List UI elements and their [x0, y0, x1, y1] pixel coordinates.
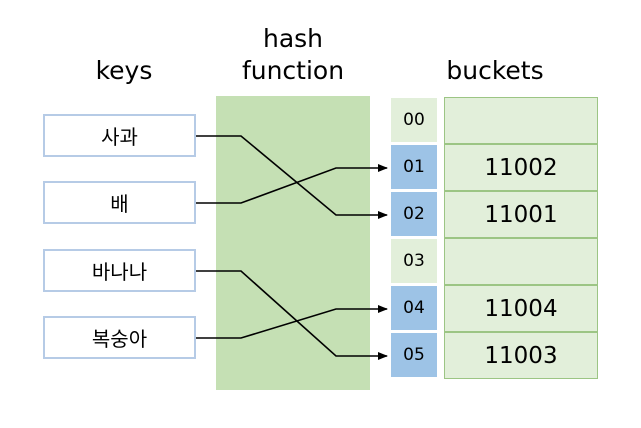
bucket-value: 11002: [484, 154, 558, 181]
hash-function-heading: hash function: [222, 23, 364, 87]
key-label: 복숭아: [91, 327, 148, 351]
bucket-value: 11003: [484, 342, 558, 369]
index-label: 01: [403, 157, 425, 177]
bucket-value: 11004: [484, 295, 558, 322]
hash-function-column: [216, 96, 370, 390]
key-box: 바나나: [43, 249, 196, 292]
bucket-index: 02: [391, 192, 437, 236]
bucket-cell: 11004: [444, 285, 598, 332]
hash-heading-line1: hash: [262, 24, 324, 53]
bucket-value: 11001: [484, 201, 558, 228]
keys-heading: keys: [95, 56, 153, 85]
mapping-arrow: [196, 135, 388, 219]
bucket-cell: [444, 97, 598, 144]
key-box: 사과: [43, 114, 196, 157]
bucket-cell: 11003: [444, 332, 598, 379]
mapping-arrow: [196, 305, 388, 339]
key-box: 배: [43, 181, 196, 224]
bucket-index: 03: [391, 239, 437, 283]
bucket-cell: [444, 238, 598, 285]
bucket-cell: 11002: [444, 144, 598, 191]
index-label: 03: [403, 251, 425, 271]
index-label: 00: [403, 110, 425, 130]
mapping-arrow: [196, 164, 388, 204]
key-box: 복숭아: [43, 316, 196, 359]
bucket-index: 04: [391, 286, 437, 330]
index-label: 04: [403, 298, 425, 318]
key-label: 바나나: [91, 260, 148, 284]
mapping-arrow: [196, 270, 388, 360]
index-label: 02: [403, 204, 425, 224]
bucket-index: 01: [391, 145, 437, 189]
buckets-heading: buckets: [446, 56, 544, 85]
bucket-index: 00: [391, 98, 437, 142]
key-label: 배: [110, 192, 129, 216]
hash-heading-line2: function: [241, 56, 345, 85]
key-label: 사과: [101, 125, 138, 149]
bucket-cell: 11001: [444, 191, 598, 238]
index-label: 05: [403, 345, 425, 365]
bucket-index: 05: [391, 333, 437, 377]
